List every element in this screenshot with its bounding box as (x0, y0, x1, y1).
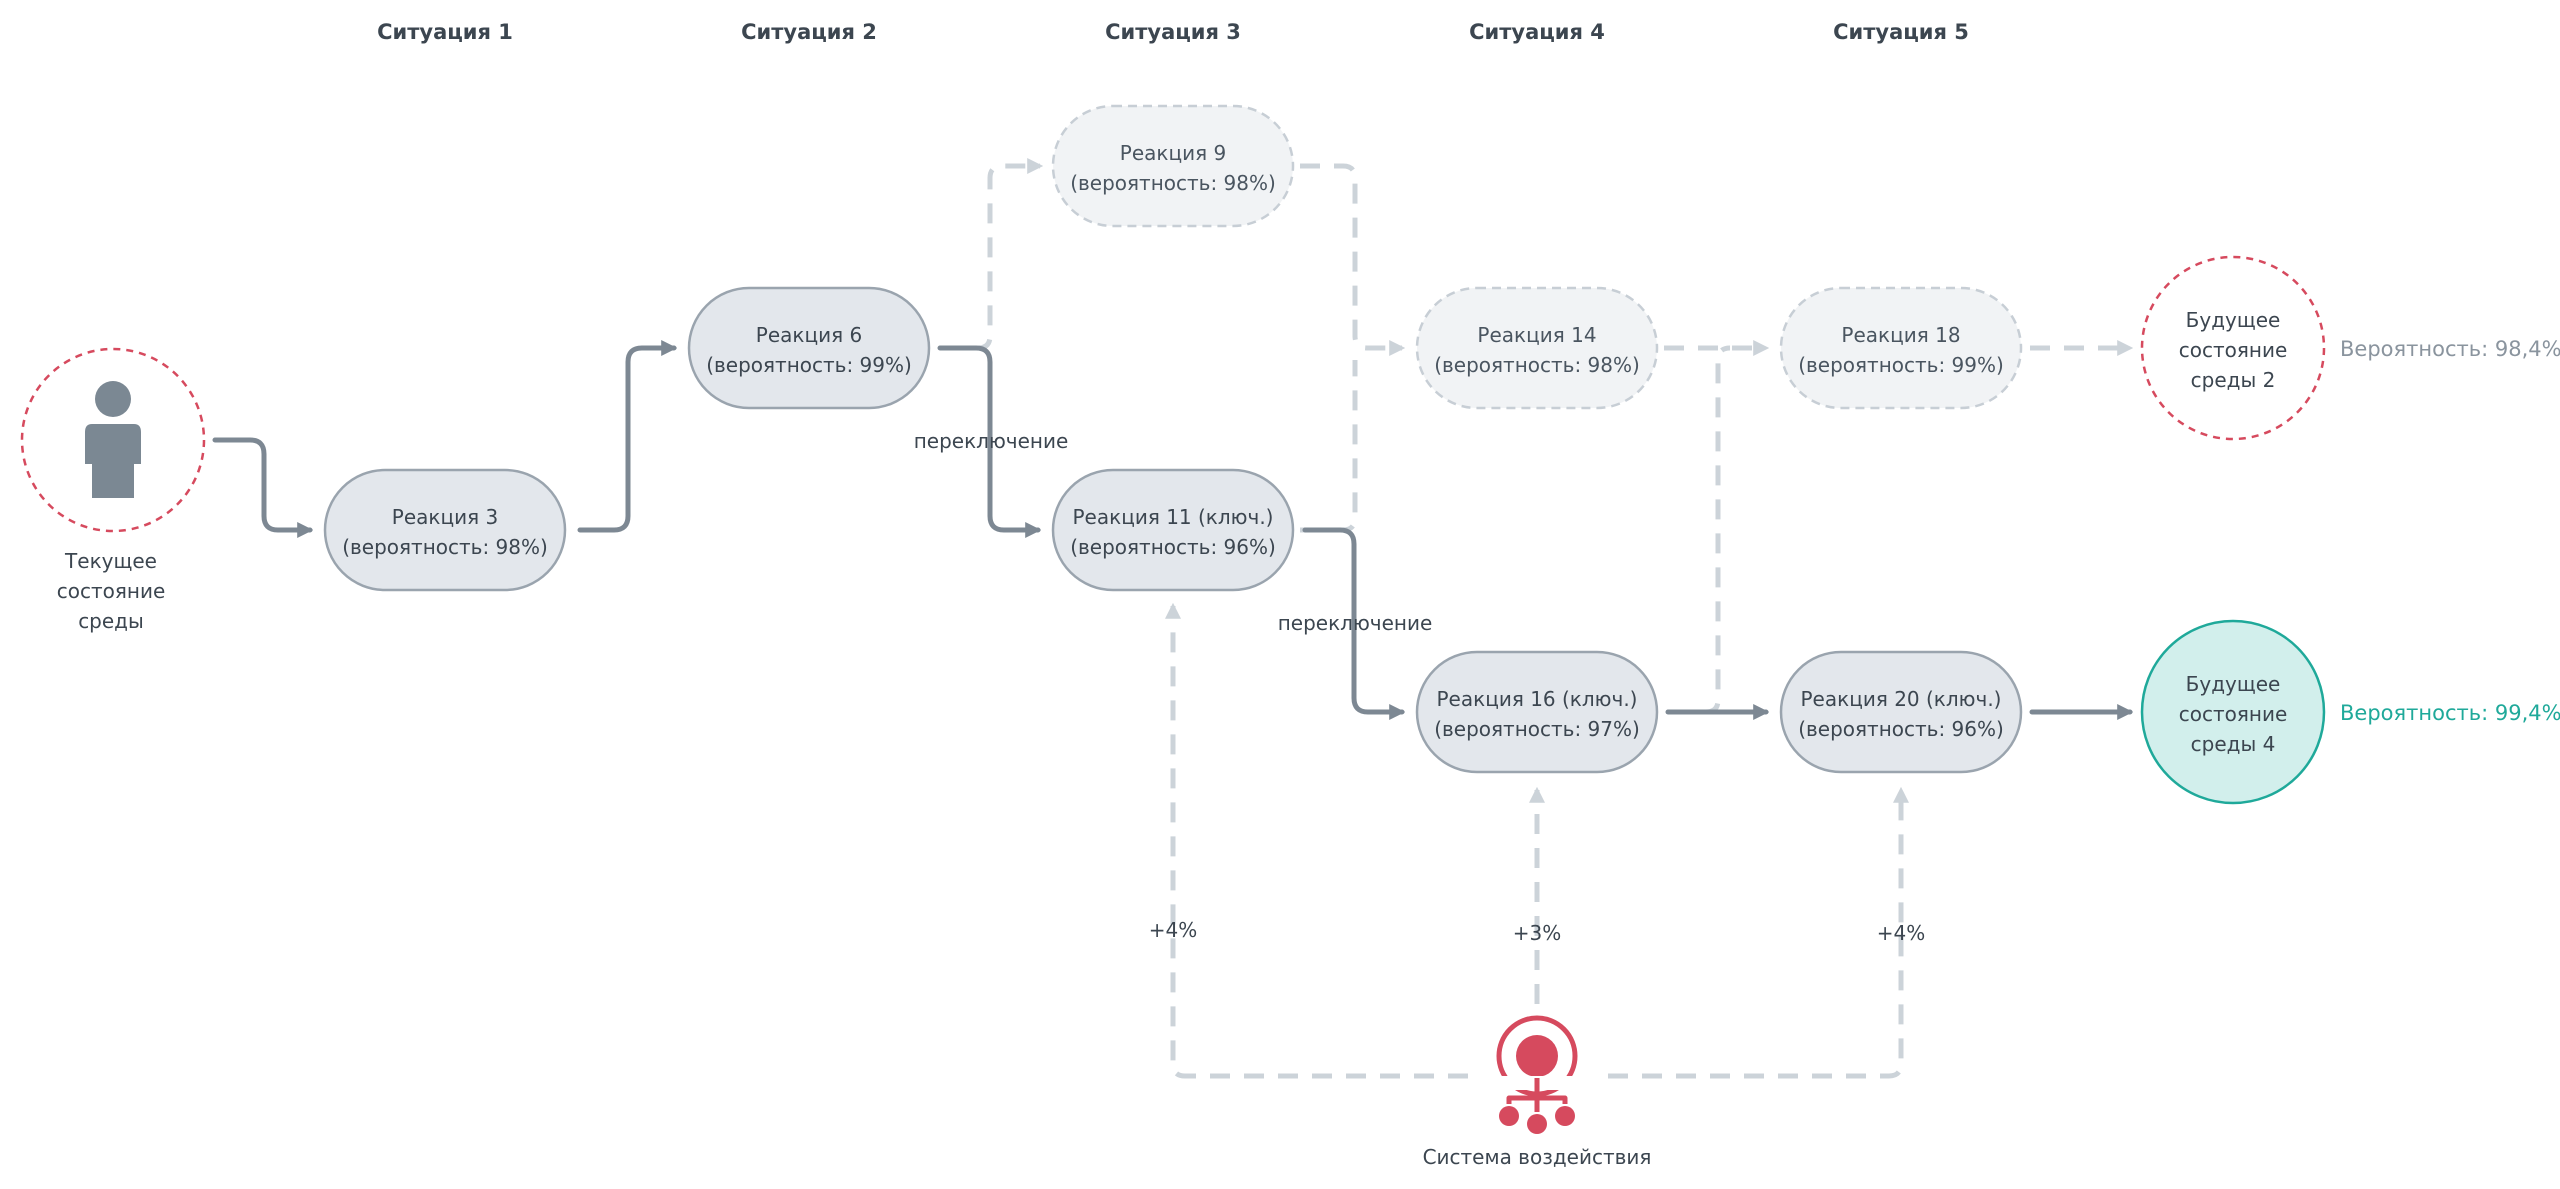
influence-system: Система воздействия (1423, 1015, 1652, 1169)
reaction-node-14-title: Реакция 14 (1477, 323, 1596, 347)
future-state-2-line-1: Будущее (2186, 308, 2281, 332)
reaction-node-16: Реакция 16 (ключ.) (вероятность: 97%) (1415, 650, 1659, 774)
reaction-node-9-title: Реакция 9 (1120, 141, 1226, 165)
future-state-4-line-1: Будущее (2186, 672, 2281, 696)
reaction-node-3: Реакция 3 (вероятность: 98%) (323, 468, 567, 592)
column-header-situation-1: Ситуация 1 (377, 20, 513, 44)
column-header-situation-5: Ситуация 5 (1833, 20, 1969, 44)
switch-label-1: переключение (914, 429, 1069, 453)
edge-r16-to-r18 (1668, 345, 1731, 715)
current-state-node: Текущее состояние среды (20, 347, 206, 633)
future-state-4-circle (2140, 619, 2326, 805)
future-state-2-probability: Вероятность: 98,4% (2340, 337, 2560, 361)
edge-influence-to-r11 (1164, 602, 1468, 1079)
reaction-node-14: Реакция 14 (вероятность: 98%) (1415, 286, 1659, 410)
influence-system-icon (1496, 1015, 1578, 1134)
influence-label-r20: +4% (1877, 921, 1926, 945)
reaction-node-18-title: Реакция 18 (1841, 323, 1960, 347)
column-header-situation-2: Ситуация 2 (741, 20, 877, 44)
reaction-node-14-shape (1415, 286, 1659, 410)
reaction-node-3-title: Реакция 3 (392, 505, 498, 529)
future-state-2-line-2: состояние (2179, 338, 2288, 362)
future-state-2: Будущее состояние среды 2 Вероятность: 9… (2140, 255, 2560, 441)
reaction-node-6-prob: (вероятность: 99%) (706, 353, 912, 377)
reaction-node-9: Реакция 9 (вероятность: 98%) (1051, 104, 1295, 228)
future-state-2-circle (2140, 255, 2326, 441)
reaction-node-3-shape (323, 468, 567, 592)
reaction-node-18: Реакция 18 (вероятность: 99%) (1779, 286, 2023, 410)
future-state-4-probability: Вероятность: 99,4% (2340, 701, 2560, 725)
edge-r11-to-r14 (1300, 360, 1358, 533)
future-state-4-line-2: состояние (2179, 702, 2288, 726)
switch-label-2: переключение (1278, 611, 1433, 635)
current-state-label-line-2: состояние (57, 579, 166, 603)
reaction-node-3-prob: (вероятность: 98%) (342, 535, 548, 559)
reaction-node-6-title: Реакция 6 (756, 323, 862, 347)
reaction-node-16-title: Реакция 16 (ключ.) (1437, 687, 1638, 711)
reaction-node-11: Реакция 11 (ключ.) (вероятность: 96%) (1051, 468, 1295, 592)
influence-label-r16: +3% (1513, 921, 1562, 945)
column-header-situation-3: Ситуация 3 (1105, 20, 1241, 44)
future-state-2-line-3: среды 2 (2191, 368, 2276, 392)
edge-r6-to-r9 (940, 157, 1044, 351)
edge-influence-to-r20 (1608, 786, 1910, 1079)
edge-r11-to-r16 (1302, 527, 1406, 721)
edge-r6-to-r11 (937, 345, 1042, 539)
reaction-node-16-shape (1415, 650, 1659, 774)
reaction-node-18-shape (1779, 286, 2023, 410)
reaction-node-20-prob: (вероятность: 96%) (1798, 717, 2004, 741)
edge-r9-to-r14 (1300, 163, 1406, 357)
person-icon (85, 381, 141, 498)
solid-edges (212, 339, 2134, 721)
reaction-node-9-prob: (вероятность: 98%) (1070, 171, 1276, 195)
reaction-node-6: Реакция 6 (вероятность: 99%) (687, 286, 931, 410)
reaction-node-20: Реакция 20 (ключ.) (вероятность: 96%) (1779, 650, 2023, 774)
reaction-node-18-prob: (вероятность: 99%) (1798, 353, 2004, 377)
column-header-situation-4: Ситуация 4 (1469, 20, 1605, 44)
influence-label-r11: +4% (1149, 918, 1198, 942)
edge-r3-to-r6 (577, 339, 678, 533)
reaction-node-20-shape (1779, 650, 2023, 774)
reaction-node-14-prob: (вероятность: 98%) (1434, 353, 1640, 377)
reaction-node-11-prob: (вероятность: 96%) (1070, 535, 1276, 559)
future-state-4: Будущее состояние среды 4 Вероятность: 9… (2140, 619, 2560, 805)
current-state-label-line-3: среды (78, 609, 144, 633)
reaction-node-9-shape (1051, 104, 1295, 228)
reaction-node-16-prob: (вероятность: 97%) (1434, 717, 1640, 741)
current-state-label-line-1: Текущее (64, 549, 157, 573)
future-state-4-line-3: среды 4 (2191, 732, 2276, 756)
reaction-node-6-shape (687, 286, 931, 410)
reaction-node-20-title: Реакция 20 (ключ.) (1801, 687, 2002, 711)
reaction-node-11-title: Реакция 11 (ключ.) (1073, 505, 1274, 529)
influence-system-label: Система воздействия (1423, 1145, 1652, 1169)
edge-current-to-r3 (212, 437, 314, 539)
reaction-node-11-shape (1051, 468, 1295, 592)
